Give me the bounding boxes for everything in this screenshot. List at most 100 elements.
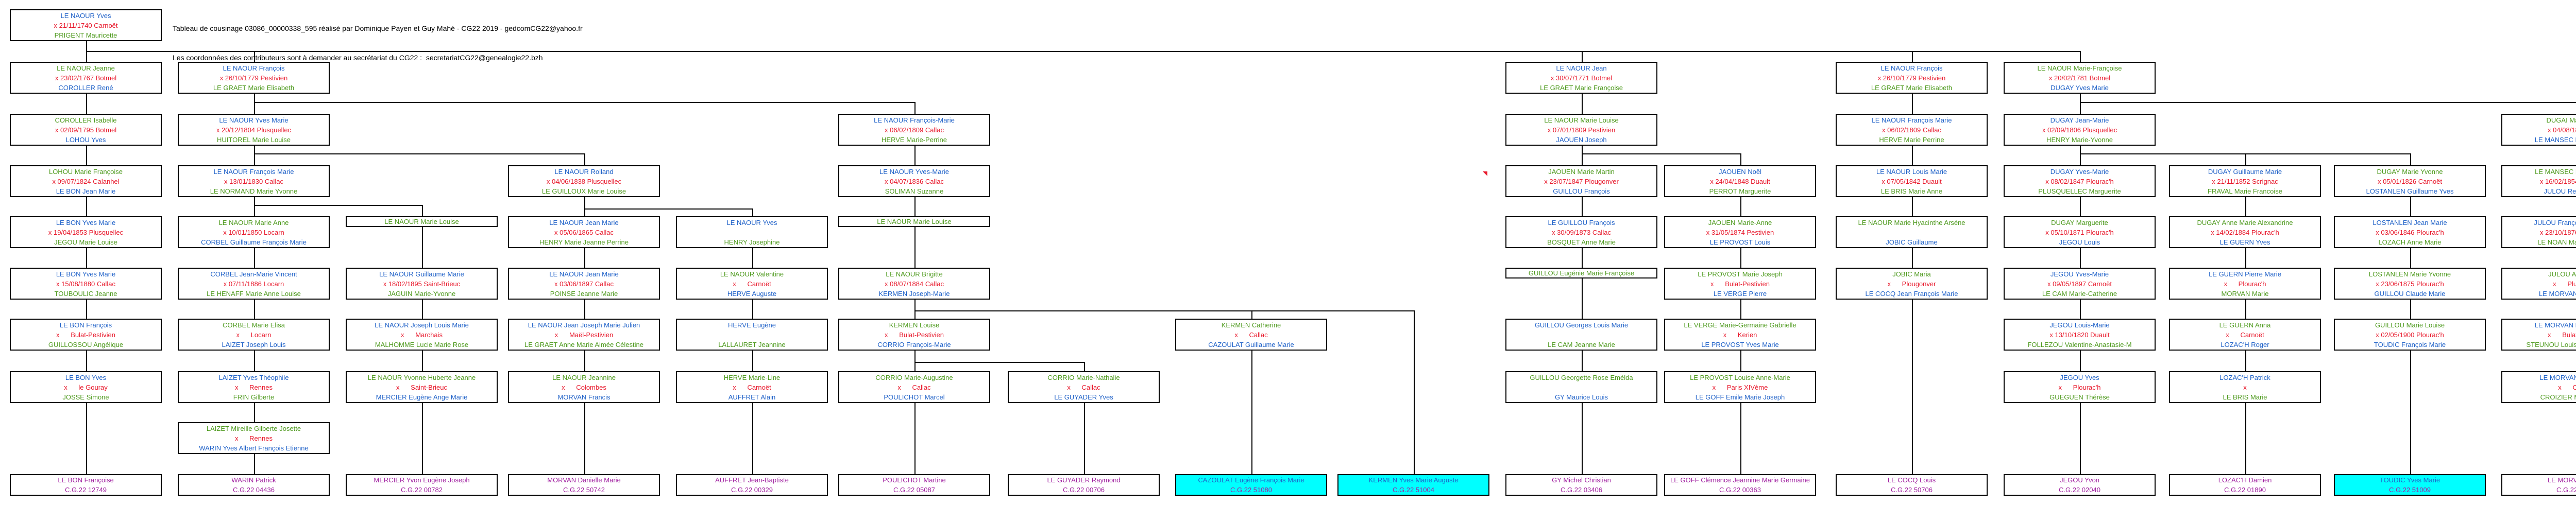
tree-connector-vertical [584,248,585,269]
person-box-line: BOSQUET Anne Marie [1547,238,1616,246]
person-box-line: LE NAOUR François [223,64,285,72]
person-box-line: x 26/10/1779 Pestivien [219,74,288,82]
person-box-line: FOLLEZOU Valentine-Anastasie-M [2027,340,2132,349]
person-box-line: JEGOU Yves [2060,373,2099,381]
person-box-line: x 23/10/1876 Plusquellec [2539,228,2576,236]
person-box-line: MERCIER Eugène Ange Marie [376,393,468,401]
contact-box: LE GOFF Clémence Jeannine Marie Germaine… [1664,474,1816,496]
tree-connector-vertical [2245,403,2246,475]
tree-connector-vertical [1740,300,1741,320]
tree-connector-vertical [254,351,255,372]
person-box-line: x 30/07/1771 Botmel [1550,74,1613,82]
person-box-line: LE NAOUR Yves [60,11,111,20]
chart-title-line1: Tableau de cousinage 03086_00000338_595 … [173,24,583,32]
person-box-line: CORRIO Marie-Augustine [875,373,953,381]
person-box-line: C.G.22 51009 [2389,486,2431,494]
person-box-line: KERMEN Yves Marie Auguste [1368,476,1459,484]
person-box-line: GY Michel Christian [1552,476,1611,484]
person-box-line: LE GUYADER Raymond [1047,476,1121,484]
person-box-line: JAOUEN Marie Martin [1548,167,1615,176]
tree-connector-vertical [584,153,585,166]
person-box-line: C.G.22 50706 [1891,486,1933,494]
person-box-line: LE CAM Jeanne Marie [1548,340,1615,349]
person-box-line: CORBEL Jean-Marie Vincent [210,270,297,278]
person-box-line: LE BRIS Marie [2223,393,2267,401]
person-box-line: x 05/06/1865 Callac [554,228,614,236]
person-box-line: JULOU Anne-Marie [2548,270,2576,278]
person-box-line: x 07/01/1809 Pestivien [1547,126,1616,134]
person-box-line: x Plougonver [1887,280,1936,288]
person-box-line: MALHOMME Lucie Marie Rose [375,340,469,349]
person-box-line: x 08/02/1847 Plourac'h [2045,177,2114,185]
person-box-line: LE PROVOST Marie Joseph [1698,270,1783,278]
person-box-line: LE BON François [59,321,112,329]
person-box-line: x Locarn [236,330,272,339]
tree-connector-vertical [2080,94,2081,115]
person-box-line: x Marchais [401,330,443,339]
person-box-line: HERVE Marie Perrine [1879,135,1944,144]
person-box-line: CORBEL Marie Elisa [223,321,285,329]
tree-connector-vertical [254,454,255,475]
person-box-line: C.G.22 00363 [1719,486,1761,494]
tree-connector-vertical [2410,153,2411,166]
person-box-line: LE MANSEC Marie-Josephe [2535,167,2576,176]
person-box-line: C.G.22 50742 [563,486,605,494]
tree-connector-vertical [2080,197,2081,217]
person-box-line: x 03/06/1897 Callac [554,280,614,288]
tree-connector-vertical [422,205,423,217]
person-box-line: x 04/08/1813 Callac [2548,126,2576,134]
person-box-line: HERVE Marie-Line [723,373,781,381]
person-box-line: x le Gouray [64,383,108,391]
person-box-line: LOZAC'H Damien [2218,476,2272,484]
chart-title: Tableau de cousinage 03086_00000338_595 … [173,4,583,82]
tree-connector-vertical [1582,351,1583,372]
tree-connector-vertical [1912,146,1913,166]
person-box-line: x 04/06/1838 Plusquellec [546,177,622,185]
person-box-line: COROLLER Isabelle [55,116,117,124]
tree-connector-vertical [254,248,255,269]
person-box-line: LE MORVAN Pierre-Louis [2538,289,2576,298]
person-box-line: LE GUERN Pierre Marie [2209,270,2281,278]
tree-connector-vertical [254,403,255,423]
person-box-line: LE MORVAN François-Marie [2534,321,2576,329]
person-box-line: LE NAOUR Yves [726,218,777,227]
person-box-line: LE PROVOST Louis [1709,238,1771,246]
person-box-line: x 16/02/1854 Plusquellec [2539,177,2576,185]
person-box-line: C.G.22 00782 [401,486,443,494]
person-box-line: LE GRAET Marie Elisabeth [1871,83,1953,92]
person-box: GUILLOU Georgette Rose Emélda GY Maurice… [1505,371,1657,403]
person-box-line: LOSTANLEN Guillaume Yves [2366,187,2454,195]
tree-connector-vertical [1582,403,1583,475]
tree-connector-vertical [2080,51,2081,63]
person-box-line: LAIZET Yves Théophile [218,373,289,381]
person-box-line: LE NAOUR Yvonne Huberte Jeanne [367,373,476,381]
tree-connector-vertical [1582,248,1583,269]
tree-connector-vertical [422,227,423,269]
person-box: GUILLOU Eugénie Marie Françoise [1505,268,1657,278]
person-box-line: LE BON Yves Marie [56,270,116,278]
tree-connector-vertical [1414,310,1415,475]
person-box-line: JULOU René-Jacques [2544,187,2576,195]
person-box-line: x 07/11/1886 Locarn [223,280,284,288]
person-box-line: C.G.22 02040 [2059,486,2100,494]
person-box-line: x 21/11/1740 Carnoët [54,21,118,29]
person-box-line [1911,228,1913,237]
person-box-line: x 23/02/1767 Botmel [55,74,117,82]
person-box-line: GUEGUEN Thérèse [2049,393,2110,401]
person-box-line: LE GOFF Clémence Jeannine Marie Germaine [1670,476,1810,484]
person-box-line: LE NAOUR Marie Louise [877,218,952,225]
